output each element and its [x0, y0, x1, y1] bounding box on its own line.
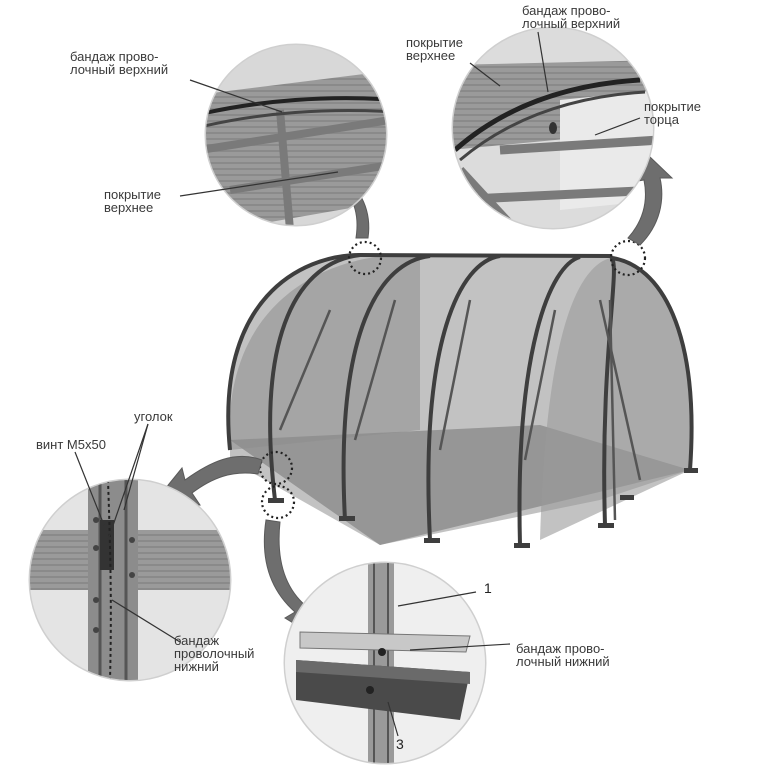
bottom-num-3: 3: [396, 736, 404, 752]
highlight-ring-top-right: [609, 239, 647, 277]
callout-top-left: [179, 43, 388, 227]
greenhouse-front-wall: [540, 258, 692, 540]
left-corner-label: уголок: [134, 409, 173, 424]
greenhouse-feet: [268, 468, 698, 548]
tr-bandage-label: бандаж прово- лочный верхний: [522, 4, 620, 30]
left-bandage-label: бандаж проволочный нижний: [174, 634, 254, 673]
greenhouse: [226, 239, 698, 548]
left-bandage-label-line3: нижний: [174, 659, 219, 674]
highlight-ring-bottom: [260, 484, 296, 520]
tr-cover-end-label-line2: торца: [644, 112, 679, 127]
tr-cover-top-label-line2: верхнее: [406, 48, 456, 63]
tl-cover-label-line1: покрытие: [104, 187, 161, 202]
tr-bandage-label-line2: лочный верхний: [522, 16, 621, 31]
tr-cover-end-label: покрытие торца: [644, 100, 701, 126]
greenhouse-arches: [226, 252, 694, 546]
bottom-bandage-label-line2: лочный нижний: [516, 654, 610, 669]
highlight-ring-top-left: [347, 240, 383, 276]
greenhouse-braces: [278, 299, 642, 521]
tr-cover-top-label-line1: покрытие: [406, 35, 463, 50]
tl-bandage-label-line2: лочный верхний: [70, 62, 169, 77]
tl-bandage-label-line1: бандаж прово-: [70, 49, 159, 64]
callout-bottom: [283, 561, 511, 765]
tl-cover-label-line2: верхнее: [104, 200, 154, 215]
tl-bandage-label: бандаж прово- лочный верхний: [70, 50, 168, 76]
left-screw-label: винт M5x50: [36, 437, 106, 452]
callout-top-right: [451, 26, 655, 230]
tr-bandage-label-line1: бандаж прово-: [522, 3, 611, 18]
tl-cover-label: покрытие верхнее: [104, 188, 161, 214]
left-bandage-label-line2: проволочный: [174, 646, 255, 661]
tr-cover-end-label-line1: покрытие: [644, 99, 701, 114]
bottom-bandage-label-line1: бандаж прово-: [516, 641, 605, 656]
bottom-bandage-label: бандаж прово- лочный нижний: [516, 642, 610, 668]
highlight-ring-left: [258, 450, 294, 486]
callout-left: [28, 423, 232, 682]
left-bandage-label-line1: бандаж: [174, 633, 220, 648]
tr-cover-top-label: покрытие верхнее: [406, 36, 463, 62]
bottom-num-1: 1: [484, 580, 492, 596]
